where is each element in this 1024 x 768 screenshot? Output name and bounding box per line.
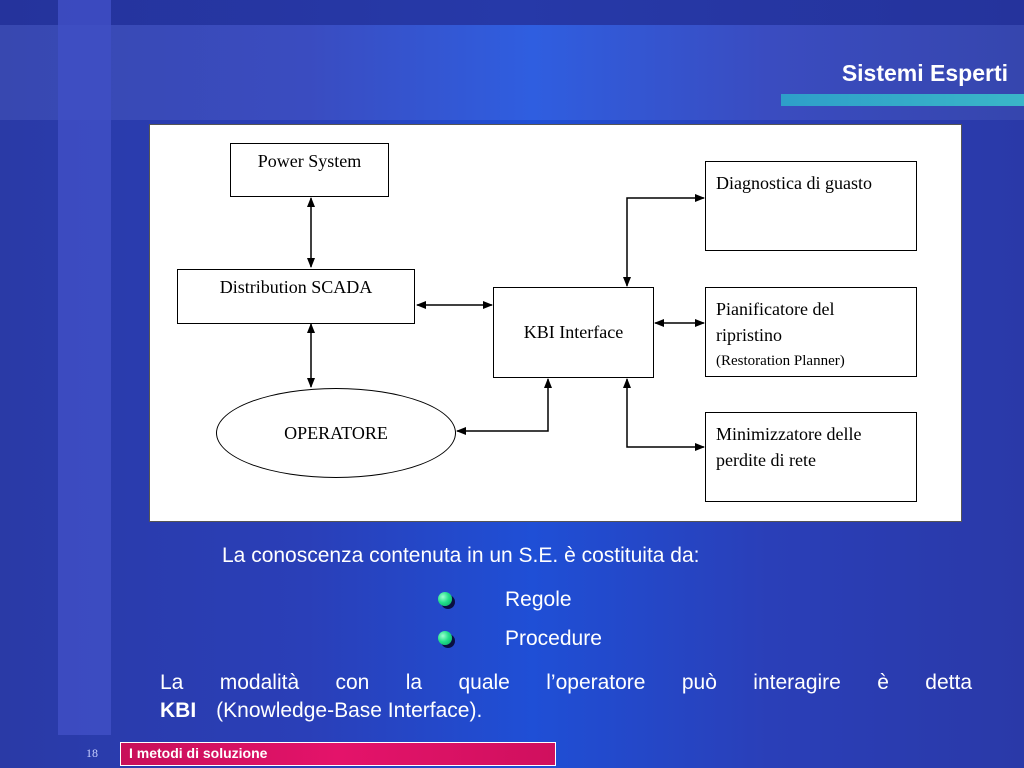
pianificatore-label: Pianificatore del ripristino bbox=[716, 299, 835, 345]
arrow-operatore-kbi bbox=[456, 378, 552, 435]
arrow-kbi-diagnostica bbox=[623, 194, 705, 287]
bullet-icon bbox=[438, 631, 452, 645]
title-underline bbox=[781, 94, 1024, 106]
bullet-item-regole: Regole bbox=[505, 588, 572, 611]
node-diagnostica: Diagnostica di guasto bbox=[705, 161, 917, 251]
node-distribution-scada: Distribution SCADA bbox=[177, 269, 415, 324]
bullet-icon bbox=[438, 592, 452, 606]
node-operatore: OPERATORE bbox=[216, 388, 456, 478]
arrow-kbi-minimizzatore bbox=[623, 378, 705, 451]
node-power-system: Power System bbox=[230, 143, 389, 197]
diagram-panel: Power System Distribution SCADA OPERATOR… bbox=[149, 124, 962, 522]
kbi-term: KBI bbox=[160, 699, 197, 722]
slide-title: Sistemi Esperti bbox=[841, 60, 1008, 86]
node-minimizzatore: Minimizzatore delle perdite di rete bbox=[705, 412, 917, 502]
top-strip bbox=[0, 0, 1024, 25]
page-number: 18 bbox=[86, 746, 98, 760]
paragraph-line2: KBI (Knowledge-Base Interface). bbox=[160, 699, 482, 723]
pianificatore-sublabel: (Restoration Planner) bbox=[716, 353, 845, 369]
node-kbi-interface: KBI Interface bbox=[493, 287, 654, 378]
paragraph-line1: La modalità con la quale l’operatore può… bbox=[160, 671, 972, 694]
node-pianificatore: Pianificatore del ripristino (Restoratio… bbox=[705, 287, 917, 377]
left-accent-bar bbox=[58, 0, 111, 735]
bullet-item-procedure: Procedure bbox=[505, 627, 602, 650]
intro-text: La conoscenza contenuta in un S.E. è cos… bbox=[222, 544, 700, 567]
diagram-connectors bbox=[307, 194, 705, 451]
footer-section-label: I metodi di soluzione bbox=[120, 742, 556, 766]
kbi-expansion: (Knowledge-Base Interface). bbox=[216, 699, 483, 722]
